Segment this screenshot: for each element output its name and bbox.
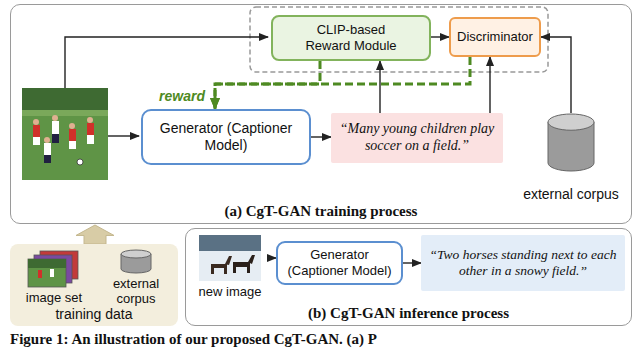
cylinder-shape: [516, 113, 626, 173]
box-text: “Two horses standing next to each other …: [426, 247, 620, 279]
cylinder-shape: [98, 249, 174, 275]
horse: [233, 255, 255, 273]
flow-arrow: [489, 57, 490, 113]
box-text: Generator (Captioner Model): [156, 120, 296, 154]
flow-arrow: [403, 262, 421, 263]
module-group-outline: [250, 7, 548, 72]
stack-player: [38, 270, 42, 278]
image-to-reward-line: [65, 37, 268, 88]
snow-ground: [199, 235, 261, 281]
horse-photo: [193, 234, 267, 282]
flow-arrow: [431, 36, 449, 37]
horse: [211, 256, 232, 274]
item-label: external corpus: [98, 276, 174, 307]
figure-caption: Figure 1: An illustration of our propose…: [10, 331, 377, 348]
edge-label: reward: [157, 88, 207, 104]
caption-box: “Two horses standing next to each other …: [421, 235, 625, 291]
item-label: new image: [199, 284, 262, 300]
image-set: image set: [16, 250, 92, 306]
data-flow-arrow: [76, 225, 114, 244]
flow-arrow: [311, 136, 331, 137]
training-panel: (a) CgT-GAN training process CLIP-based R…: [10, 4, 632, 224]
reward-module-box: CLIP-based Reward Module: [271, 15, 431, 61]
panel-caption: (a) CgT-GAN training process: [225, 202, 418, 220]
image-stack: [16, 250, 92, 290]
item-label: image set: [26, 290, 82, 306]
caption-box: “Many young children play soccer on a fi…: [331, 113, 503, 163]
flow-arrow: [541, 37, 571, 113]
generator-box: Generator (Captioner Model): [276, 241, 403, 285]
stack-player: [50, 269, 54, 277]
box-text: Discriminator: [457, 29, 533, 45]
item-label: external corpus: [523, 186, 619, 203]
stack-photo-crowd: [28, 259, 66, 268]
cylinder-top: [548, 114, 594, 130]
box-text: “Many young children play soccer on a fi…: [337, 121, 497, 155]
flow-arrow: [267, 257, 276, 258]
flow-arrow: [379, 61, 380, 113]
inference-panel: (b) CgT-GAN inference process new image Ge…: [185, 228, 632, 326]
panel-caption: (b) CgT-GAN inference process: [308, 304, 509, 322]
tree-line: [199, 235, 261, 251]
stack-photo: [28, 259, 66, 287]
soccer-photo: [22, 88, 108, 180]
generator-box: Generator (Captioner Model): [141, 109, 311, 165]
new-image: new image: [193, 234, 267, 300]
panel-caption: training data: [55, 306, 132, 323]
discriminator-box: Discriminator: [449, 17, 541, 57]
reward-arrow: [215, 57, 470, 109]
corpus-cylinder: external corpus: [516, 113, 626, 203]
image-to-generator-line: [108, 135, 139, 136]
cylinder-top: [121, 250, 151, 258]
box-text: Generator (Captioner Model): [284, 247, 396, 278]
box-text: CLIP-based Reward Module: [295, 22, 407, 53]
training-data-panel: training dataimage set external corpus: [10, 244, 178, 326]
corpus-cylinder: external corpus: [98, 249, 174, 307]
